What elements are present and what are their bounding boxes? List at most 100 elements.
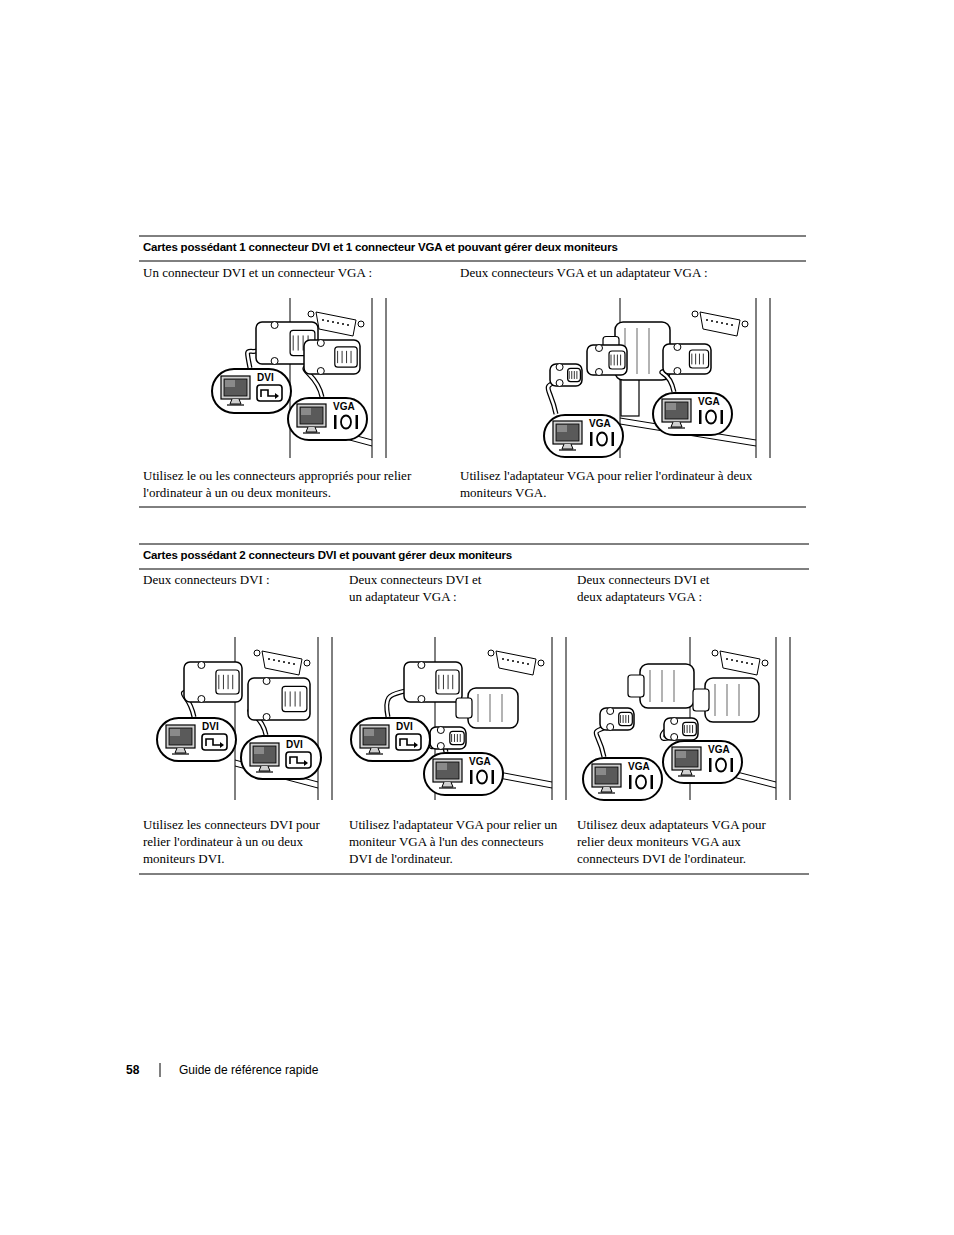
monitor-base xyxy=(366,753,383,754)
monitor-bezel xyxy=(672,747,701,770)
port-screw xyxy=(358,321,364,327)
dvi-symbol xyxy=(201,733,229,751)
vga-plug xyxy=(663,344,711,375)
monitor-icon xyxy=(660,398,694,430)
symbol-trace xyxy=(400,739,415,746)
monitor-screen xyxy=(253,746,276,763)
plug-pin xyxy=(452,675,453,689)
thumb-screw xyxy=(271,322,278,329)
monitor-bezel xyxy=(166,725,195,748)
port-pin xyxy=(342,323,344,325)
screen-glare xyxy=(254,747,264,754)
port-pin xyxy=(716,321,718,323)
plug-pin xyxy=(684,725,685,733)
plug-head xyxy=(335,347,357,367)
port-pin xyxy=(726,323,728,325)
monitor-badge: DVI xyxy=(211,368,292,414)
plug-pin xyxy=(569,371,570,379)
cable xyxy=(596,728,604,757)
adapter-ridge xyxy=(502,694,503,722)
vga-socket-plug xyxy=(587,345,627,376)
port-pin xyxy=(337,322,339,324)
dvi-symbol xyxy=(285,751,313,769)
table-rule xyxy=(139,544,809,545)
port-pin xyxy=(731,659,733,661)
thumb-screw xyxy=(556,364,563,371)
monitor-stand xyxy=(601,787,612,792)
plug-body xyxy=(587,345,627,375)
panel-edge xyxy=(790,637,791,800)
screen-glare xyxy=(225,380,235,387)
symbol-trace xyxy=(290,757,305,764)
symbol-bar xyxy=(356,415,359,429)
monitor-screen xyxy=(224,379,247,396)
plug-pin xyxy=(438,675,439,689)
monitor-icon xyxy=(590,763,624,795)
plug-pin xyxy=(620,715,621,723)
monitor-bezel xyxy=(221,376,250,399)
plug-pin xyxy=(232,675,233,689)
monitor-bezel xyxy=(360,725,389,748)
plug-pin xyxy=(228,675,229,689)
port-pin xyxy=(746,662,748,664)
symbol-bar xyxy=(721,410,724,424)
port-pin xyxy=(293,663,295,665)
symbol-ring xyxy=(716,759,726,772)
footer-separator xyxy=(160,1063,161,1077)
port-pin xyxy=(736,660,738,662)
monitor-badge: VGA xyxy=(582,757,663,801)
port-screw xyxy=(692,311,698,317)
cell-text: Utilisez deux adaptateurs VGA pour relie… xyxy=(577,816,792,867)
symbol-bar xyxy=(651,775,654,789)
plug-body xyxy=(404,662,462,702)
serial-port xyxy=(700,312,740,336)
plug-body xyxy=(248,678,310,720)
monitor-base xyxy=(172,753,189,754)
thumb-screw xyxy=(607,708,614,715)
symbol-bar xyxy=(470,770,473,784)
thumb-screw xyxy=(674,344,681,351)
plug-head xyxy=(619,712,633,725)
plug-pin xyxy=(457,734,458,742)
cell-text: Utilisez l'adaptateur VGA pour relier un… xyxy=(349,816,561,867)
plug-pin xyxy=(351,351,352,363)
vga-symbol xyxy=(332,413,360,431)
symbol-frame xyxy=(257,385,282,401)
symbol-ring xyxy=(706,411,716,424)
monitor-icon xyxy=(431,758,465,790)
thumb-screw xyxy=(263,678,270,685)
monitor-bezel xyxy=(250,743,279,766)
monitor-icon xyxy=(358,724,392,756)
plug-pin xyxy=(620,355,621,366)
thumb-screw xyxy=(271,358,278,365)
table-rule xyxy=(139,261,806,262)
vga-plug xyxy=(664,718,698,741)
port-pin xyxy=(706,319,708,321)
port-pin xyxy=(731,324,733,326)
monitor-badge: VGA xyxy=(652,392,733,436)
column-heading: Deux connecteurs DVI et deux adaptateurs… xyxy=(577,571,737,605)
serial-port xyxy=(720,651,760,675)
vga-symbol xyxy=(588,430,616,448)
vga-plug xyxy=(550,364,582,387)
port-pin xyxy=(726,658,728,660)
vga-adapter xyxy=(628,664,694,708)
port-screw xyxy=(254,650,260,656)
symbol-bar xyxy=(629,775,632,789)
plug-pin xyxy=(298,335,299,350)
thumb-screw xyxy=(263,714,270,721)
symbol-bar xyxy=(334,415,337,429)
plug-body xyxy=(184,662,242,702)
table-rule xyxy=(139,569,809,570)
port-screw xyxy=(742,321,748,327)
monitor-screen xyxy=(556,424,579,441)
monitor-stand xyxy=(306,427,317,432)
thumb-screw xyxy=(437,727,444,734)
monitor-stand xyxy=(562,444,573,449)
port-label: DVI xyxy=(396,721,413,732)
plug-head xyxy=(568,368,581,381)
monitor-stand xyxy=(681,770,692,775)
cable-core xyxy=(596,728,604,757)
plug-pin xyxy=(614,355,615,366)
port-pin xyxy=(522,662,524,664)
